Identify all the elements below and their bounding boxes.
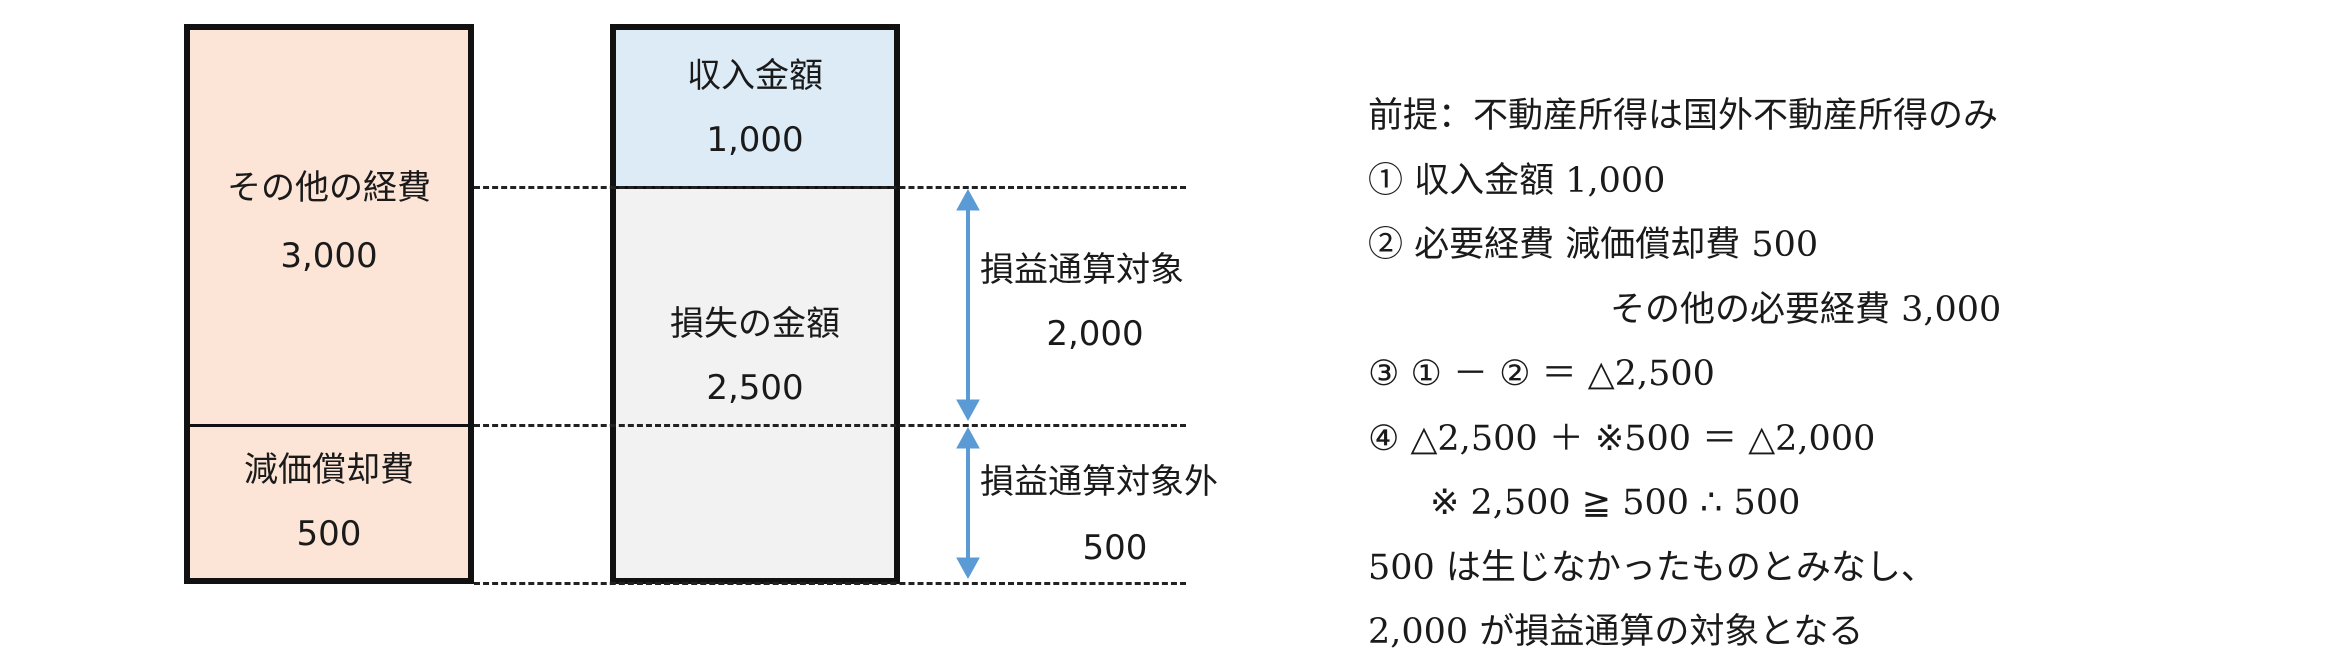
depreciation-label: 減価償却費: [244, 450, 414, 490]
note-premise: 前提：不動産所得は国外不動産所得のみ: [1368, 96, 1999, 136]
note-conclusion-1: 500 は生じなかったものとみなし、: [1368, 547, 1936, 588]
note-remark: ※ 2,500 ≧ 500 ∴ 500: [1430, 483, 1801, 523]
income-value: 1,000: [706, 120, 804, 160]
note-expenses-depreciation: ② 必要経費 減価償却費 500: [1368, 225, 1819, 265]
note-conclusion-2: 2,000 が損益通算の対象となる: [1368, 612, 1864, 652]
note-income: ① 収入金額 1,000: [1368, 160, 1666, 201]
other-expenses-label: その他の経費: [227, 168, 431, 208]
income-label: 収入金額: [687, 56, 823, 96]
offset-target-label: 損益通算対象: [980, 250, 1184, 290]
other-expenses-box: [184, 24, 474, 428]
other-expenses-value: 3,000: [280, 236, 378, 276]
offset-target-value: 2,000: [1046, 314, 1144, 354]
note-step-4: ④ △2,500 ＋ ※500 ＝ △2,000: [1368, 418, 1876, 459]
depreciation-value: 500: [296, 514, 362, 554]
loss-value: 2,500: [706, 368, 804, 408]
explanation-notes: 前提：不動産所得は国外不動産所得のみ ① 収入金額 1,000 ② 必要経費 減…: [1368, 84, 2001, 665]
offset-excluded-arrow: [956, 426, 980, 580]
loss-label: 損失の金額: [670, 304, 840, 344]
offset-excluded-value: 500: [1082, 528, 1148, 568]
dashed-line-top: [474, 186, 1186, 189]
note-step-3: ③ ① － ② ＝ △2,500: [1368, 354, 1715, 394]
offset-excluded-label: 損益通算対象外: [980, 462, 1218, 502]
offset-target-arrow: [956, 188, 980, 422]
dashed-line-middle: [474, 424, 1186, 427]
note-expenses-other: その他の必要経費 3,000: [1610, 289, 2002, 330]
depreciation-box: [184, 424, 474, 584]
dashed-line-bottom: [474, 582, 1186, 585]
loss-box: [610, 186, 900, 584]
